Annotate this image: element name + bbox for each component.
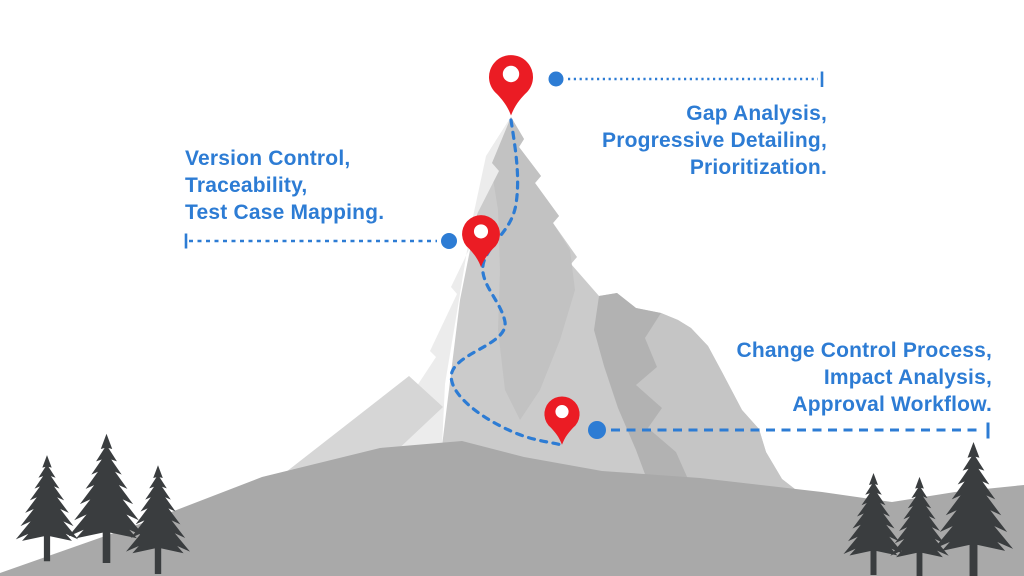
mountain-peak-shadow-wedge (490, 117, 575, 420)
foreground-hill (0, 441, 1024, 576)
label-line: Gap Analysis, (686, 102, 827, 125)
label-line: Test Case Mapping. (185, 201, 385, 224)
label-mid-slope: Version Control, Traceability, Test Case… (185, 145, 384, 226)
label-line: Approval Workflow. (792, 393, 992, 416)
label-base-slope: Change Control Process, Impact Analysis,… (737, 337, 992, 418)
mid-connector (184, 233, 457, 249)
mountain-shadow-band (594, 293, 700, 493)
label-line: Impact Analysis, (823, 366, 992, 389)
mountain-right-facet (636, 313, 800, 493)
pine-tree-icon (15, 455, 79, 562)
label-line: Version Control, (185, 147, 351, 170)
connector-dot (441, 233, 457, 249)
label-line: Prioritization. (689, 156, 827, 179)
map-pin-icon (489, 55, 533, 116)
base-connector (588, 421, 990, 439)
connector-dot (548, 71, 564, 87)
connector-dot (588, 421, 606, 439)
summit-connector (548, 71, 824, 87)
label-summit: Gap Analysis, Progressive Detailing, Pri… (602, 100, 827, 181)
label-line: Traceability, (185, 174, 308, 197)
label-line: Progressive Detailing, (602, 129, 827, 152)
climbing-route-path (449, 118, 564, 447)
label-line: Change Control Process, (736, 339, 992, 362)
